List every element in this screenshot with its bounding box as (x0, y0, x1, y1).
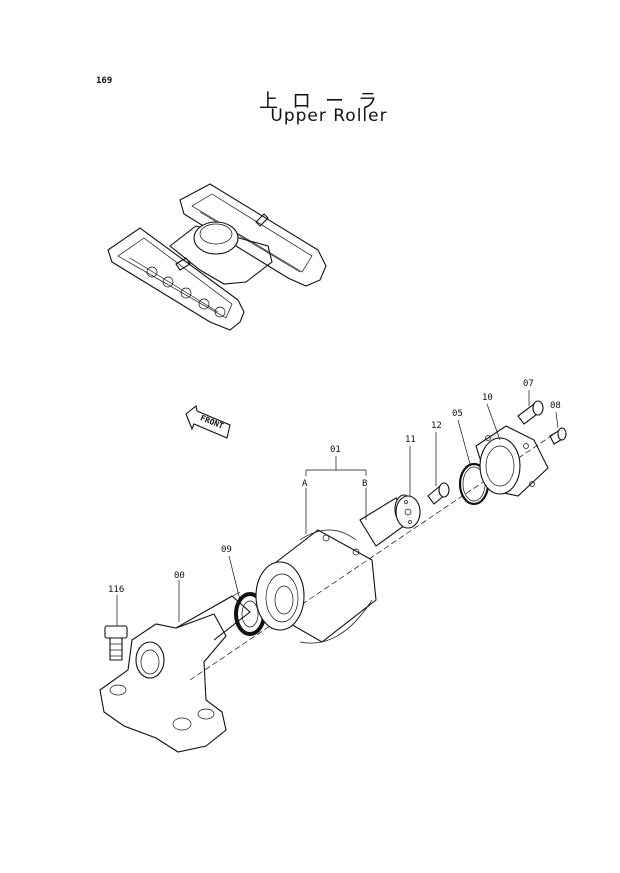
bolt-part-12 (427, 482, 450, 505)
label-part-05: 05 (452, 409, 463, 419)
front-arrow-icon: FRONT (185, 405, 231, 439)
bolt-part-116 (104, 625, 128, 661)
label-part-116: 116 (108, 585, 124, 595)
page-title-english: Upper Roller (270, 106, 388, 126)
label-part-10: 10 (482, 393, 493, 403)
label-part-01: 01 (330, 445, 341, 455)
plug-part-08 (549, 427, 567, 445)
label-part-11: 11 (405, 435, 416, 445)
bracket-part-00 (99, 591, 251, 753)
label-part-09: 09 (221, 545, 232, 555)
undercarriage-overview (107, 183, 327, 331)
page-title-japanese: 上ローラ (258, 90, 391, 112)
label-part-00: 00 (174, 571, 185, 581)
thrust-plate-part-11 (395, 495, 421, 529)
label-part-B: B (362, 479, 367, 489)
label-part-A: A (302, 479, 308, 489)
leader-lines (116, 390, 559, 626)
cover-part-10 (475, 425, 549, 497)
page-number: 169 (96, 76, 113, 86)
roller-part-01 (255, 529, 377, 644)
label-part-07: 07 (523, 379, 534, 389)
bolt-part-07 (517, 400, 544, 425)
label-part-12: 12 (431, 421, 442, 431)
label-part-08: 08 (550, 401, 561, 411)
